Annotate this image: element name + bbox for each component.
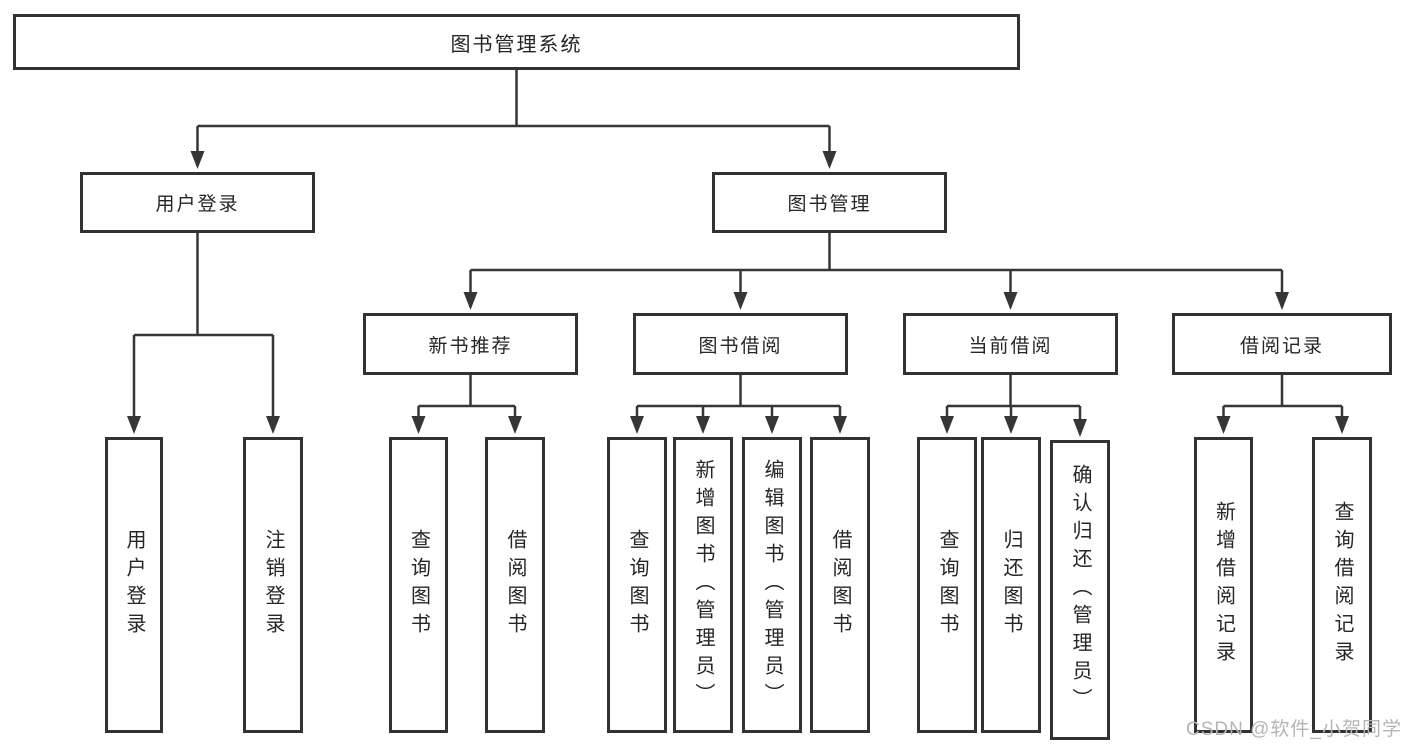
node-user-login: 用户登录 <box>80 172 315 233</box>
leaf-borrow-add-books-admin-label: 新增图书（管理员） <box>692 459 714 711</box>
node-book-borrow-label: 图书借阅 <box>698 335 783 357</box>
leaf-recommend-query-books: 查询图书 <box>389 437 448 733</box>
leaf-recommend-borrow-books-label: 借阅图书 <box>504 529 526 641</box>
leaf-current-confirm-return-admin: 确认归还（管理员） <box>1050 440 1110 740</box>
leaf-borrow-add-books-admin: 新增图书（管理员） <box>673 437 733 733</box>
leaf-user-login: 用户登录 <box>105 437 163 733</box>
leaf-borrow-query-books: 查询图书 <box>607 437 667 733</box>
node-new-book-recommend-label: 新书推荐 <box>428 335 513 357</box>
leaf-records-add-record-label: 新增借阅记录 <box>1212 501 1235 669</box>
leaf-current-confirm-return-admin-label: 确认归还（管理员） <box>1069 464 1091 716</box>
node-root: 图书管理系统 <box>13 14 1020 70</box>
csdn-watermark: CSDN @软件_小贺同学 <box>1186 719 1402 740</box>
node-book-management: 图书管理 <box>712 172 947 233</box>
leaf-records-query-record: 查询借阅记录 <box>1312 437 1372 733</box>
leaf-user-login-label: 用户登录 <box>123 529 145 641</box>
node-root-label: 图书管理系统 <box>450 33 583 56</box>
node-book-management-label: 图书管理 <box>787 194 872 215</box>
leaf-records-add-record: 新增借阅记录 <box>1194 437 1253 733</box>
leaf-borrow-borrow-books: 借阅图书 <box>810 437 870 733</box>
leaf-recommend-borrow-books: 借阅图书 <box>485 437 545 733</box>
node-current-borrow-label: 当前借阅 <box>968 335 1053 357</box>
leaf-logout: 注销登录 <box>243 437 303 733</box>
leaf-borrow-edit-books-admin: 编辑图书（管理员） <box>742 437 802 733</box>
leaf-borrow-query-books-label: 查询图书 <box>626 529 648 641</box>
leaf-current-query-books: 查询图书 <box>917 437 977 733</box>
leaf-borrow-borrow-books-label: 借阅图书 <box>829 529 851 641</box>
leaf-current-query-books-label: 查询图书 <box>936 529 958 641</box>
leaf-logout-label: 注销登录 <box>262 529 284 641</box>
node-user-login-label: 用户登录 <box>155 194 240 215</box>
leaf-current-return-books-label: 归还图书 <box>1000 529 1022 641</box>
node-book-borrow: 图书借阅 <box>633 313 848 375</box>
node-borrow-records: 借阅记录 <box>1172 313 1392 375</box>
node-borrow-records-label: 借阅记录 <box>1239 335 1324 357</box>
node-new-book-recommend: 新书推荐 <box>363 313 578 375</box>
leaf-borrow-edit-books-admin-label: 编辑图书（管理员） <box>761 459 783 711</box>
node-current-borrow: 当前借阅 <box>903 313 1118 375</box>
leaf-recommend-query-books-label: 查询图书 <box>407 529 430 641</box>
leaf-records-query-record-label: 查询借阅记录 <box>1331 501 1353 669</box>
leaf-current-return-books: 归还图书 <box>981 437 1041 733</box>
